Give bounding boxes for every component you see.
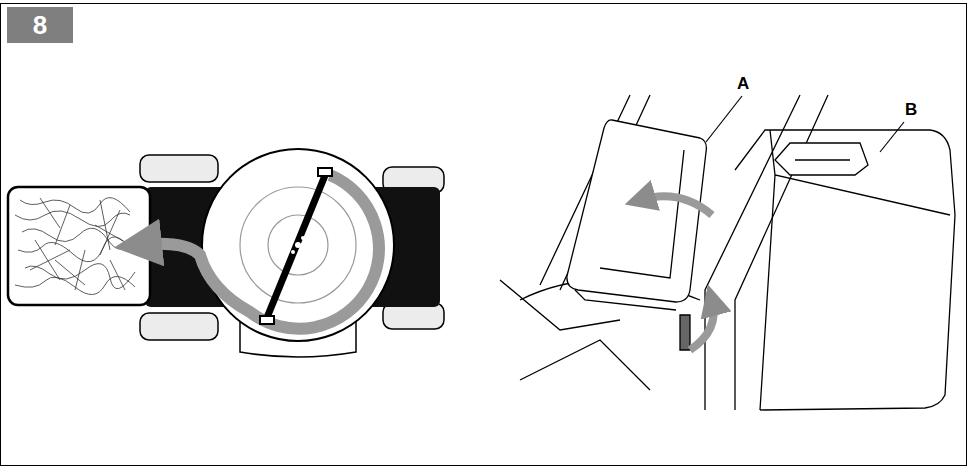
motion-arrows [640,196,714,350]
part-letter: A [737,74,749,94]
figure-number: 8 [33,10,47,41]
leader-lines [706,96,904,152]
figure-number-box: 8 [7,7,73,43]
top-view [8,149,444,357]
frame [1,4,967,466]
part-letter: B [905,100,917,120]
bag-view [500,95,955,410]
